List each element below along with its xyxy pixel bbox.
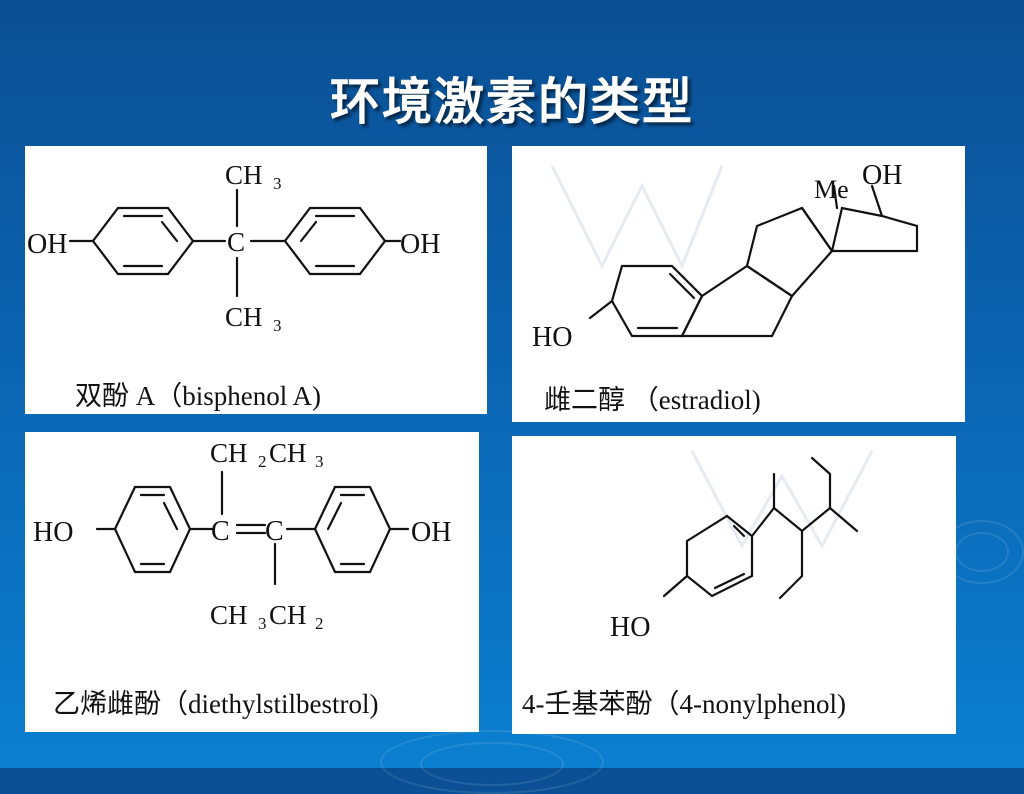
label-ch3-top: CH (225, 160, 263, 190)
4-nonylphenol-structure: HO (610, 450, 874, 643)
watermark (550, 165, 724, 270)
label-ch3-bottom-sub: 3 (258, 614, 267, 633)
panel-4-nonylphenol: HO 4-壬基苯酚（4-nonylphenol) (512, 436, 956, 734)
label-c-right: C (265, 516, 284, 547)
label-ch3-top-sub: 3 (315, 452, 324, 471)
panel-estradiol: Me OH HO 雌二醇 （estradiol) (512, 146, 965, 422)
panel-bisphenol-a: CH 3 C CH 3 OH OH 双酚 A（bisphenol A) (25, 146, 487, 414)
label-c-center: C (227, 227, 245, 257)
label-ch3-bottom: CH (225, 302, 263, 332)
bisphenol-a-structure: CH 3 C CH 3 OH OH (27, 160, 440, 335)
caption-bisphenol-a: 双酚 A（bisphenol A) (75, 381, 321, 411)
label-c-left: C (211, 516, 230, 547)
label-oh-right: OH (400, 229, 440, 260)
slide-title: 环境激素的类型 (330, 73, 694, 131)
label-ch3-bottom: CH (210, 600, 248, 630)
panel-diethylstilbestrol: HO OH C C CH 2 CH 3 CH 3 CH 2 乙烯雌酚（dieth… (25, 432, 479, 732)
caption-estradiol: 雌二醇 （estradiol) (544, 385, 761, 415)
label-ch2-top-sub: 2 (258, 452, 267, 471)
label-oh: OH (411, 517, 451, 548)
caption-diethylstilbestrol: 乙烯雌酚（diethylstilbestrol) (53, 689, 379, 719)
watermark (690, 450, 874, 550)
label-ho: HO (33, 517, 73, 548)
label-ho: HO (532, 322, 572, 353)
label-ch2-bottom-sub: 2 (315, 614, 324, 633)
label-ch2-top: CH (210, 438, 248, 468)
label-ch3-top-sub: 3 (273, 174, 282, 193)
label-ho: HO (610, 612, 650, 643)
label-ch3-bottom-sub: 3 (273, 316, 282, 335)
label-ch3-top: CH (269, 438, 307, 468)
diethylstilbestrol-structure: HO OH C C CH 2 CH 3 CH 3 CH 2 (33, 438, 451, 633)
label-me: Me (814, 175, 849, 204)
label-ch2-bottom: CH (269, 600, 307, 630)
background-ripple (420, 742, 564, 786)
estradiol-structure: Me OH HO (532, 160, 919, 353)
caption-4-nonylphenol: 4-壬基苯酚（4-nonylphenol) (522, 689, 846, 719)
label-oh: OH (862, 160, 902, 191)
background-ripple (955, 532, 1009, 572)
label-oh-left: OH (27, 229, 67, 260)
